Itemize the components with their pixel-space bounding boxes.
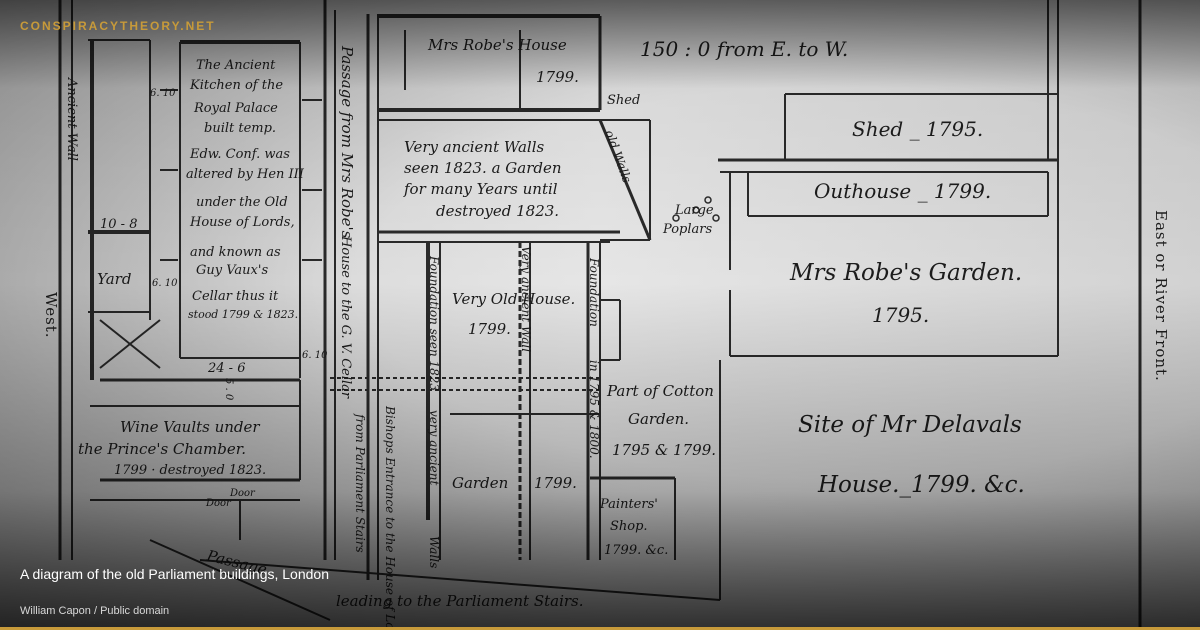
accent-bar [0, 627, 1200, 630]
painters-shop-2: Shop. [610, 519, 648, 534]
wine-vaults-2: the Prince's Chamber. [78, 440, 246, 458]
dimension-6-10-a: 6. 10 [150, 88, 176, 99]
very-ancient-wall-label: Very ancient Wall [519, 246, 533, 352]
door-label-1: Door [229, 488, 256, 499]
ancient-kitchen-11: Cellar thus it [192, 289, 279, 304]
house-to-cellar-label: House to the G. V. Cellar [338, 235, 353, 399]
dimension-6-10-c: 6. 10 [302, 350, 328, 361]
part-of-cotton-1: Part of Cotton [606, 382, 714, 400]
ancient-kitchen-9: and known as [190, 245, 281, 260]
foundation-seen-label: Foundation seen 1823 [427, 255, 441, 391]
painters-shop-1: Painters' [599, 497, 658, 512]
garden-label: Garden [452, 474, 508, 492]
garden-year: 1799. [534, 474, 577, 492]
door-label-2: Door [205, 498, 232, 509]
image-credit: William Capon / Public domain [20, 605, 170, 617]
very-ancient-walls-3: for many Years until [403, 180, 558, 198]
outhouse-label: Outhouse _ 1799. [814, 179, 991, 203]
dimension-6-10-b: 6. 10 [152, 278, 178, 289]
scale-note: 150 : 0 from E. to W. [640, 37, 848, 61]
large-poplars-1: Large [674, 203, 714, 218]
east-front-label: East or River Front. [1152, 210, 1170, 382]
ancient-kitchen-2: Kitchen of the [189, 78, 283, 93]
passage-from-label: Passage from Mrs Robe's [338, 45, 356, 239]
part-of-cotton-3: 1795 & 1799. [612, 441, 716, 459]
ancient-kitchen-4: built temp. [204, 121, 276, 136]
wall-right-label: in 1795 & 1800. [587, 360, 601, 459]
site-delaval-house: House._1799. &c. [817, 472, 1025, 498]
ancient-kitchen-3: Royal Palace [193, 101, 278, 116]
very-ancient-label: very ancient [427, 410, 441, 485]
west-label: West. [42, 292, 60, 339]
image-caption: A diagram of the old Parliament building… [20, 566, 329, 582]
mrs-robes-garden-year: 1795. [872, 303, 929, 327]
mrs-robes-garden-label: Mrs Robe's Garden. [789, 260, 1022, 286]
very-old-house-year: 1799. [468, 320, 511, 338]
very-old-house-label: Very Old House. [452, 290, 575, 308]
ancient-kitchen-1: The Ancient [196, 58, 276, 73]
ancient-kitchen-8: House of Lords, [189, 215, 295, 230]
part-of-cotton-2: Garden. [628, 410, 689, 428]
painters-shop-3: 1799. &c. [604, 543, 668, 558]
ancient-kitchen-5: Edw. Conf. was [189, 147, 290, 162]
site-delaval-label: Site of Mr Delavals [798, 412, 1022, 438]
from-parliament-label: from Parliament Stairs [353, 413, 367, 553]
ancient-kitchen-7: under the Old [196, 195, 288, 210]
dimension-24-6: 24 - 6 [207, 361, 245, 376]
walls-label: Walls [427, 536, 441, 568]
foundation-right-label: Foundation [587, 257, 601, 327]
leading-to-stairs-label: leading to the Parliament Stairs. [336, 592, 584, 610]
very-ancient-walls-1: Very ancient Walls [404, 138, 545, 156]
very-ancient-walls-2: seen 1823. a Garden [404, 159, 562, 177]
dimension-10-8: 10 - 8 [100, 217, 137, 232]
shed-label: Shed _ 1795. [852, 117, 983, 141]
wine-vaults-3: 1799 · destroyed 1823. [114, 463, 266, 478]
ancient-kitchen-10: Guy Vaux's [196, 263, 268, 278]
large-poplars-2: Poplars [662, 222, 712, 237]
mrs-robes-house-label: Mrs Robe's House [427, 36, 567, 54]
very-ancient-walls-4: destroyed 1823. [436, 202, 559, 220]
shed-small-label: Shed [607, 93, 640, 108]
ancient-kitchen-12: stood 1799 & 1823. [188, 308, 298, 321]
dimension-5-0: 5 . 0 [223, 378, 234, 401]
ancient-kitchen-6: altered by Hen III [186, 167, 305, 182]
yard-label: Yard [97, 270, 131, 288]
mrs-robes-house-year: 1799. [536, 68, 579, 86]
site-brand[interactable]: CONSPIRACYTHEORY.NET [20, 19, 216, 33]
wine-vaults-1: Wine Vaults under [120, 418, 260, 436]
ancient-wall-label: Ancient Wall [64, 77, 79, 161]
